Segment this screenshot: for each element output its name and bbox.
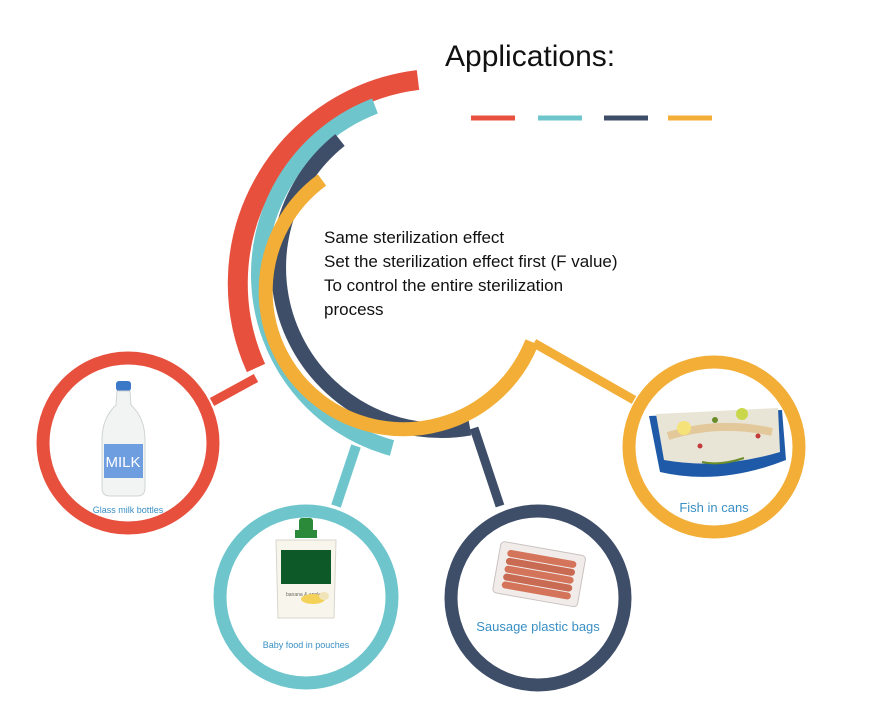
connector-orange (531, 339, 637, 404)
description-line-3: To control the entire sterilization (324, 276, 564, 295)
connector-teal (331, 444, 361, 508)
connector-red (209, 374, 259, 406)
label-sausage-plastic-bags: Sausage plastic bags (476, 619, 600, 634)
label-fish-in-cans: Fish in cans (679, 500, 749, 515)
arc-red (227, 70, 420, 373)
label-baby-food-pouches: Baby food in pouches (262, 640, 350, 650)
page-title: Applications: (445, 40, 616, 73)
description-line-2: Set the sterilization effect first (F va… (324, 252, 618, 271)
description-line-1: Same sterilization effect (324, 228, 505, 247)
pouch-label: banana & apple (286, 592, 321, 598)
baby-food-pouch-icon: banana & apple (275, 518, 337, 619)
description-text: Same sterilization effect Set the steril… (324, 226, 694, 322)
connector-navy (469, 426, 505, 508)
arc-orange (258, 174, 539, 437)
bottle-label: MILK (105, 454, 140, 471)
sausage-pack-icon (492, 541, 586, 608)
description-line-4: process (324, 300, 384, 319)
label-glass-milk-bottles: Glass milk bottles (92, 505, 164, 515)
fish-can-icon (649, 408, 786, 477)
milk-bottle-icon: MILK (101, 381, 146, 497)
